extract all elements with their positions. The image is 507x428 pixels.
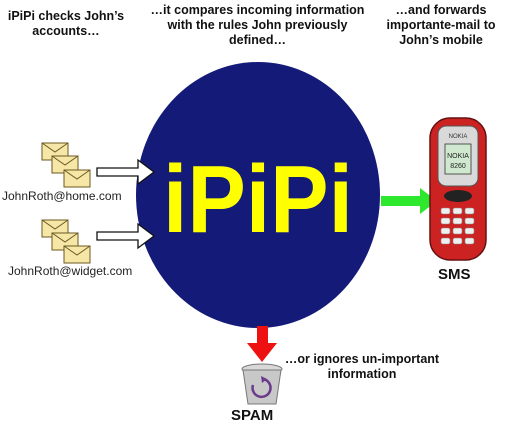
phone-screen-line-2: 8260	[450, 163, 466, 170]
caption-checks: iPiPi checks John’s accounts…	[7, 9, 125, 38]
envelope-icon	[41, 142, 91, 188]
caption-compares: …it compares incoming information with t…	[150, 3, 365, 47]
phone-brand: NOKIA	[449, 134, 468, 140]
input-arrow-widget	[96, 222, 156, 250]
ignore-arrow	[247, 326, 277, 362]
sms-label: SMS	[438, 266, 471, 283]
forward-arrow	[381, 188, 437, 214]
cellphone-icon: NOKIA NOKIA 8260	[429, 117, 487, 261]
input-arrow-home	[96, 158, 156, 186]
envelope-icon	[41, 219, 91, 264]
phone-screen-line-1: NOKIA	[447, 153, 469, 160]
ipipi-circle	[136, 62, 380, 328]
email-account-home: JohnRoth@home.com	[2, 189, 122, 203]
trash-can-icon	[241, 363, 283, 405]
spam-label: SPAM	[231, 407, 274, 424]
caption-ignores: …or ignores un-important information	[284, 352, 440, 381]
email-account-widget: JohnRoth@widget.com	[8, 264, 133, 278]
caption-forwards: …and forwards importante-mail to John’s …	[386, 3, 496, 47]
ipipi-logo-text: iPiPi	[163, 146, 353, 253]
